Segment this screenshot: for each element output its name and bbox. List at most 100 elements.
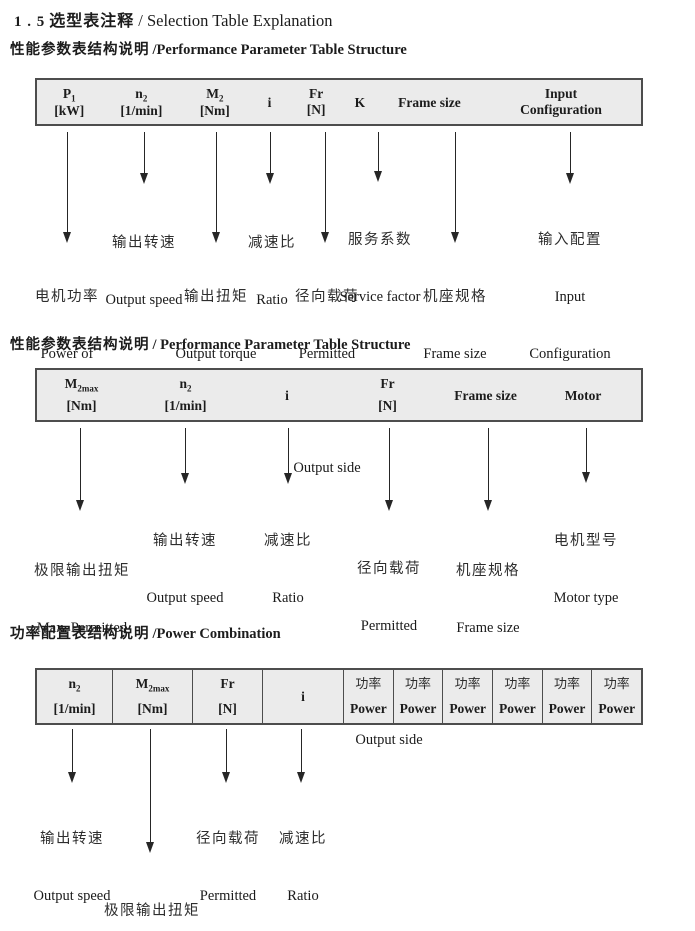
down-arrow <box>212 132 220 243</box>
down-arrow <box>284 428 292 484</box>
section3-heading-zh: 功率配置表结构说明 <box>10 626 150 642</box>
col-symbol: n2 <box>68 676 81 694</box>
label-en: Power of <box>40 346 94 362</box>
down-arrow <box>297 729 305 783</box>
label-en: Frame size <box>423 346 487 362</box>
col-power-2: 功率 Power <box>392 670 443 723</box>
down-arrow <box>146 729 154 853</box>
section2-table: M2max [Nm] n2 [1/min] i Fr [N] Frame siz… <box>35 368 643 422</box>
col-n2: n2 [1/min] <box>126 370 245 420</box>
col-symbol: n2 <box>135 86 148 104</box>
section2-heading-zh: 性能参数表结构说明 <box>10 337 150 353</box>
col-unit: [Nm] <box>137 701 168 716</box>
label-overhung-load: 径向载荷 Permitted Overhung load Output side <box>346 522 433 787</box>
col-unit: [N] <box>306 102 326 117</box>
label-zh: 径向载荷 <box>294 289 359 305</box>
col-m2max: M2max [Nm] <box>112 670 192 723</box>
col-unit: [N] <box>378 398 397 413</box>
section2-heading: 性能参数表结构说明/ Performance Parameter Table S… <box>10 333 410 354</box>
label-service-factor: 服务系数 Service factor <box>340 193 421 344</box>
label-overhung-load: 径向载荷 Permitted Overhung load Output side <box>185 792 272 931</box>
label-en: Output speed <box>105 292 183 308</box>
col-power-3: 功率 Power <box>442 670 492 723</box>
col-power-zh: 功率 <box>405 676 432 691</box>
col-power-en: Power <box>498 701 536 716</box>
label-en: Ratio <box>287 888 319 904</box>
label-zh: 减速比 <box>264 533 312 549</box>
label-en: Permitted <box>199 888 257 904</box>
label-zh: 径向载荷 <box>356 561 421 577</box>
down-arrow <box>266 132 274 184</box>
col-unit: [1/min] <box>164 398 207 413</box>
label-en: Input <box>554 289 586 305</box>
label-frame-size: 机座规格 Frame size <box>423 250 487 401</box>
label-en: Ratio <box>272 590 304 606</box>
col-unit: [Nm] <box>66 398 97 413</box>
col-m2: M2 [Nm] <box>181 80 249 124</box>
label-zh: 极限输出扭矩 <box>34 563 130 579</box>
label-en: Output torque <box>175 346 257 362</box>
label-output-speed: 输出转速 Output speed <box>34 792 111 931</box>
col-power-en: Power <box>449 701 487 716</box>
col-power-zh: 功率 <box>504 676 531 691</box>
col-power-en: Power <box>349 701 387 716</box>
down-arrow <box>385 428 393 511</box>
label-en: Motor type <box>553 590 619 606</box>
col-unit: [Nm] <box>199 102 230 118</box>
col-symbol: P1 <box>62 86 76 104</box>
label-en: Output speed <box>146 590 224 606</box>
col-frame-size: Frame size <box>446 370 525 420</box>
section-number: 1 . 5 <box>14 14 46 30</box>
down-arrow <box>582 428 590 483</box>
col-symbol: Frame size <box>454 387 517 403</box>
col-input-configuration: Input Configuration <box>481 80 641 124</box>
section2-heading-en: / Performance Parameter Table Structure <box>152 337 411 353</box>
col-fr: Fr [N] <box>290 80 342 124</box>
label-en: Output side <box>293 460 361 476</box>
col-power-en: Power <box>548 701 586 716</box>
section1-heading-zh: 性能参数表结构说明 <box>10 42 150 58</box>
col-symbol: Motor <box>564 387 602 403</box>
col-line1: Input <box>544 86 578 101</box>
section1-heading: 性能参数表结构说明/Performance Parameter Table St… <box>10 38 407 59</box>
label-zh: 减速比 <box>279 831 327 847</box>
label-zh: 减速比 <box>248 235 296 251</box>
label-frame-size: 机座规格 Frame size <box>456 524 520 675</box>
col-n2: n2 [1/min] <box>37 670 112 723</box>
section3-heading: 功率配置表结构说明/Power Combination <box>10 622 281 643</box>
label-zh: 径向载荷 <box>195 831 260 847</box>
section3-table: n2 [1/min] M2max [Nm] Fr [N] i 功率 Power … <box>35 668 643 725</box>
down-arrow <box>451 132 459 243</box>
col-symbol: i <box>285 387 289 403</box>
label-en: Permitted <box>360 618 418 634</box>
col-n2: n2 [1/min] <box>102 80 181 124</box>
col-symbol: i <box>301 689 305 704</box>
label-zh: 极限输出扭矩 <box>104 903 200 919</box>
label-output-speed: 输出转速 Output speed <box>147 494 224 645</box>
label-zh: 服务系数 <box>347 232 412 248</box>
label-zh: 输入配置 <box>537 232 602 248</box>
section1-table: P1 [kW] n2 [1/min] M2 [Nm] i Fr [N] K Fr… <box>35 78 643 126</box>
col-unit: [N] <box>218 701 237 716</box>
page-title: 1 . 5 选型表注释/ Selection Table Explanation <box>14 7 332 31</box>
col-symbol: M2 <box>206 86 224 104</box>
down-arrow <box>181 428 189 484</box>
label-en: Output speed <box>33 888 111 904</box>
col-power-5: 功率 Power <box>541 670 592 723</box>
label-zh: 输出转速 <box>39 831 104 847</box>
label-zh: 输出转速 <box>152 533 217 549</box>
label-output-speed: 输出转速 Output speed <box>106 196 183 347</box>
label-input-configuration: 输入配置 Input Configuration <box>529 193 610 401</box>
down-arrow <box>76 428 84 511</box>
label-zh: 电机功率 <box>35 289 99 305</box>
label-zh: 机座规格 <box>456 563 520 579</box>
down-arrow <box>222 729 230 783</box>
col-i: i <box>245 370 329 420</box>
col-unit: [1/min] <box>120 102 163 118</box>
label-en: Service factor <box>339 289 421 305</box>
label-en: Permitted <box>298 346 356 362</box>
col-fr: Fr [N] <box>192 670 262 723</box>
label-en: Ratio <box>256 292 288 308</box>
down-arrow <box>566 132 574 184</box>
